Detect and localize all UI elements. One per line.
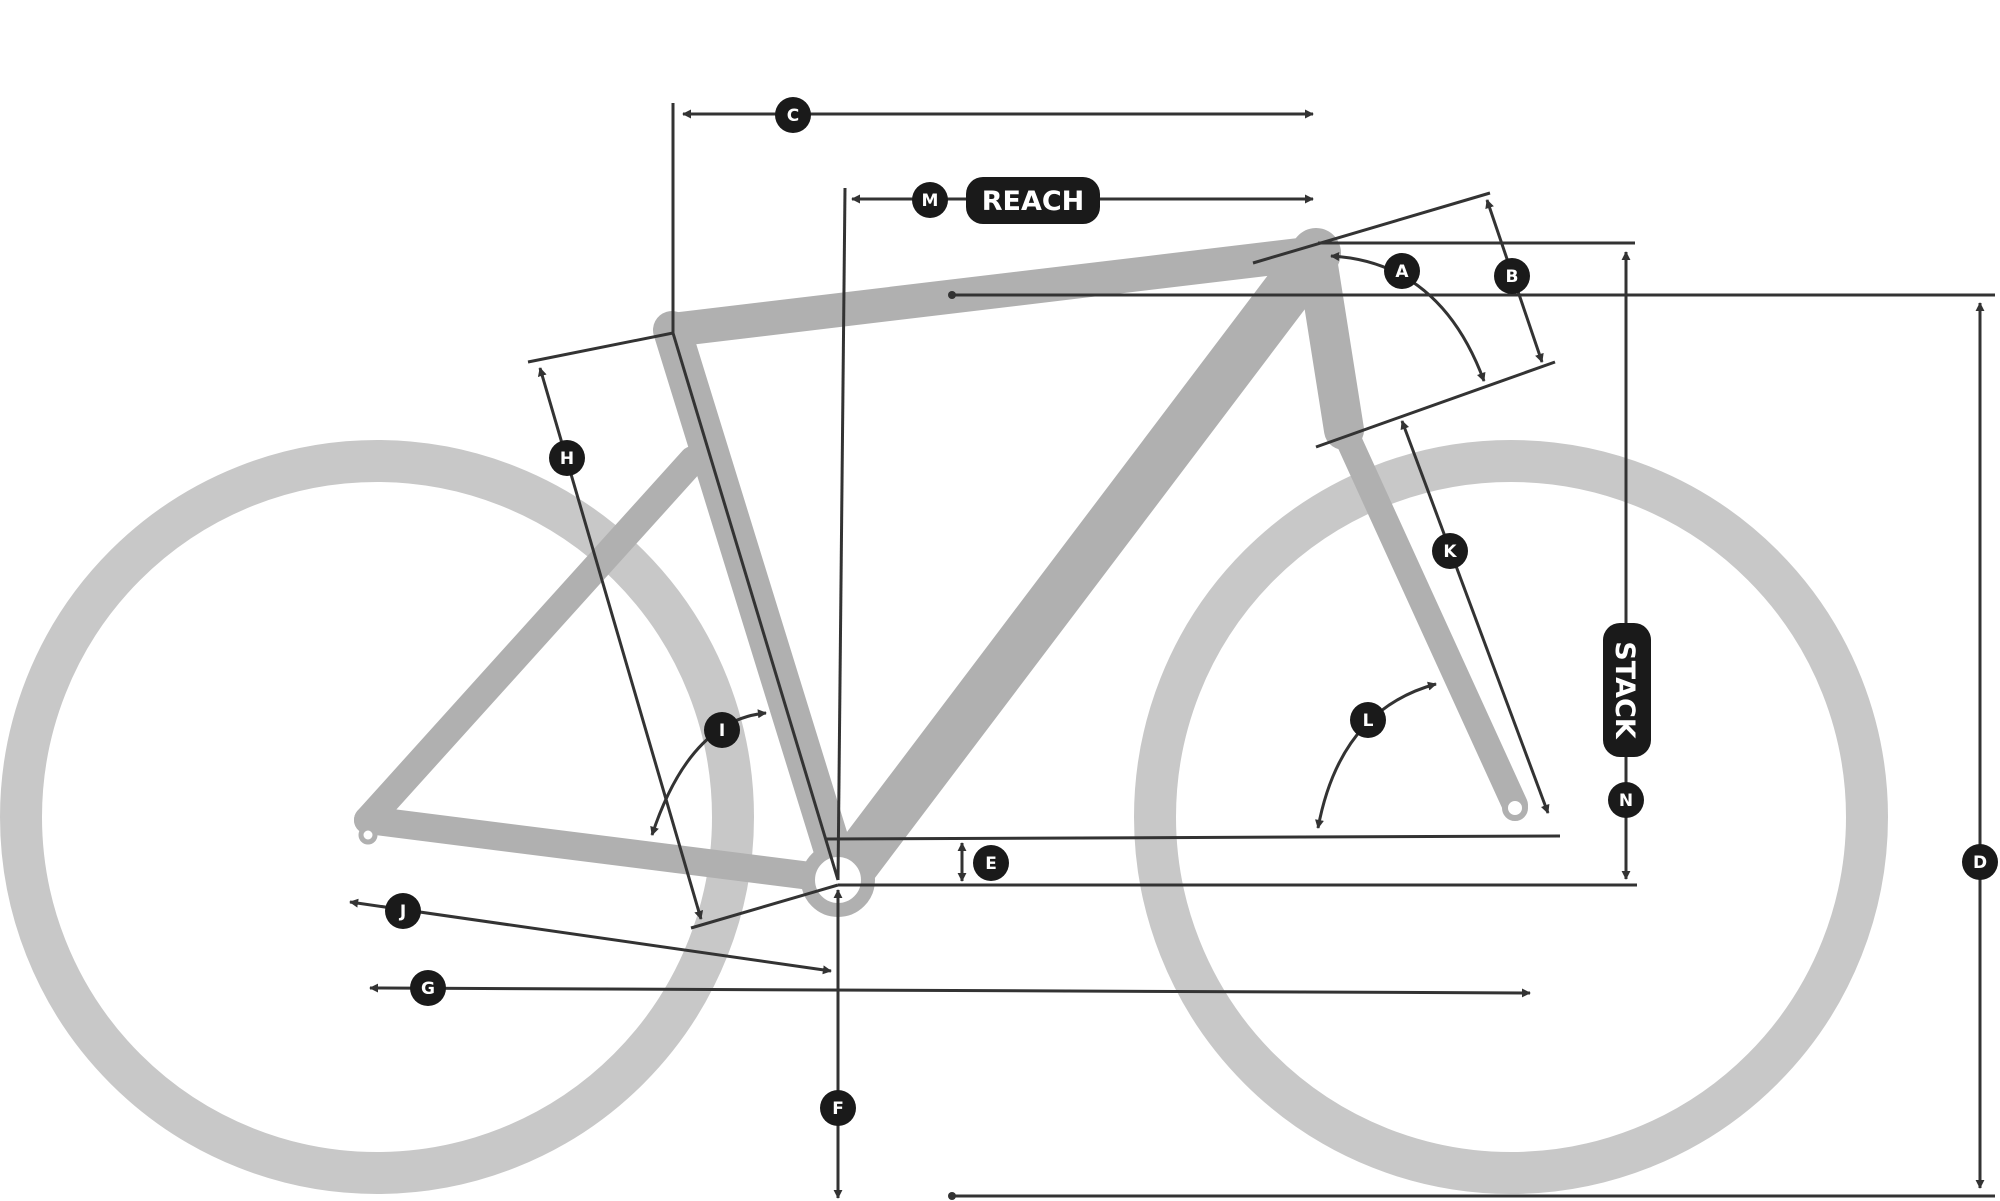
badge-k: K — [1432, 533, 1468, 569]
label-l: L — [1363, 711, 1374, 731]
badge-f: F — [820, 1090, 856, 1126]
label-m: M — [922, 191, 939, 211]
badge-j: J — [385, 893, 421, 929]
rear-dropout — [358, 825, 378, 845]
badge-m: M — [912, 182, 948, 218]
dim-g — [369, 983, 1531, 998]
measurement-lines — [349, 103, 1995, 1200]
label-k: K — [1443, 542, 1457, 562]
label-i: I — [719, 721, 725, 741]
label-h: H — [560, 449, 574, 469]
dim-a — [1330, 251, 1486, 382]
bike-frame — [354, 228, 1528, 917]
badge-d: D — [1962, 844, 1998, 880]
label-n: N — [1619, 791, 1633, 811]
top-tube — [655, 236, 1333, 347]
badge-e: E — [973, 845, 1009, 881]
dim-k — [1400, 420, 1550, 814]
badge-b: B — [1494, 258, 1530, 294]
badge-g: G — [410, 970, 446, 1006]
label-b: B — [1506, 267, 1519, 287]
label-f: F — [832, 1099, 844, 1119]
stack-pill: STACK — [1603, 623, 1651, 757]
reach-label: REACH — [982, 186, 1085, 217]
badge-i: I — [704, 712, 740, 748]
label-g: G — [421, 979, 435, 999]
badge-h: H — [549, 440, 585, 476]
down-tube — [817, 228, 1341, 905]
badge-l: L — [1350, 702, 1386, 738]
label-e: E — [985, 854, 997, 874]
head-tube — [1296, 233, 1364, 450]
label-a: A — [1395, 262, 1409, 282]
dim-i — [650, 709, 767, 836]
label-c: C — [787, 106, 799, 126]
badge-c: C — [775, 97, 811, 133]
label-d: D — [1973, 853, 1987, 873]
stack-label: STACK — [1609, 641, 1640, 739]
dim-j — [349, 898, 832, 975]
front-dropout — [1502, 795, 1528, 821]
badge-a: A — [1384, 253, 1420, 289]
reach-pill: REACH — [966, 177, 1100, 224]
chain-stay — [354, 806, 856, 894]
label-j: J — [399, 902, 406, 922]
badge-n: N — [1608, 782, 1644, 818]
